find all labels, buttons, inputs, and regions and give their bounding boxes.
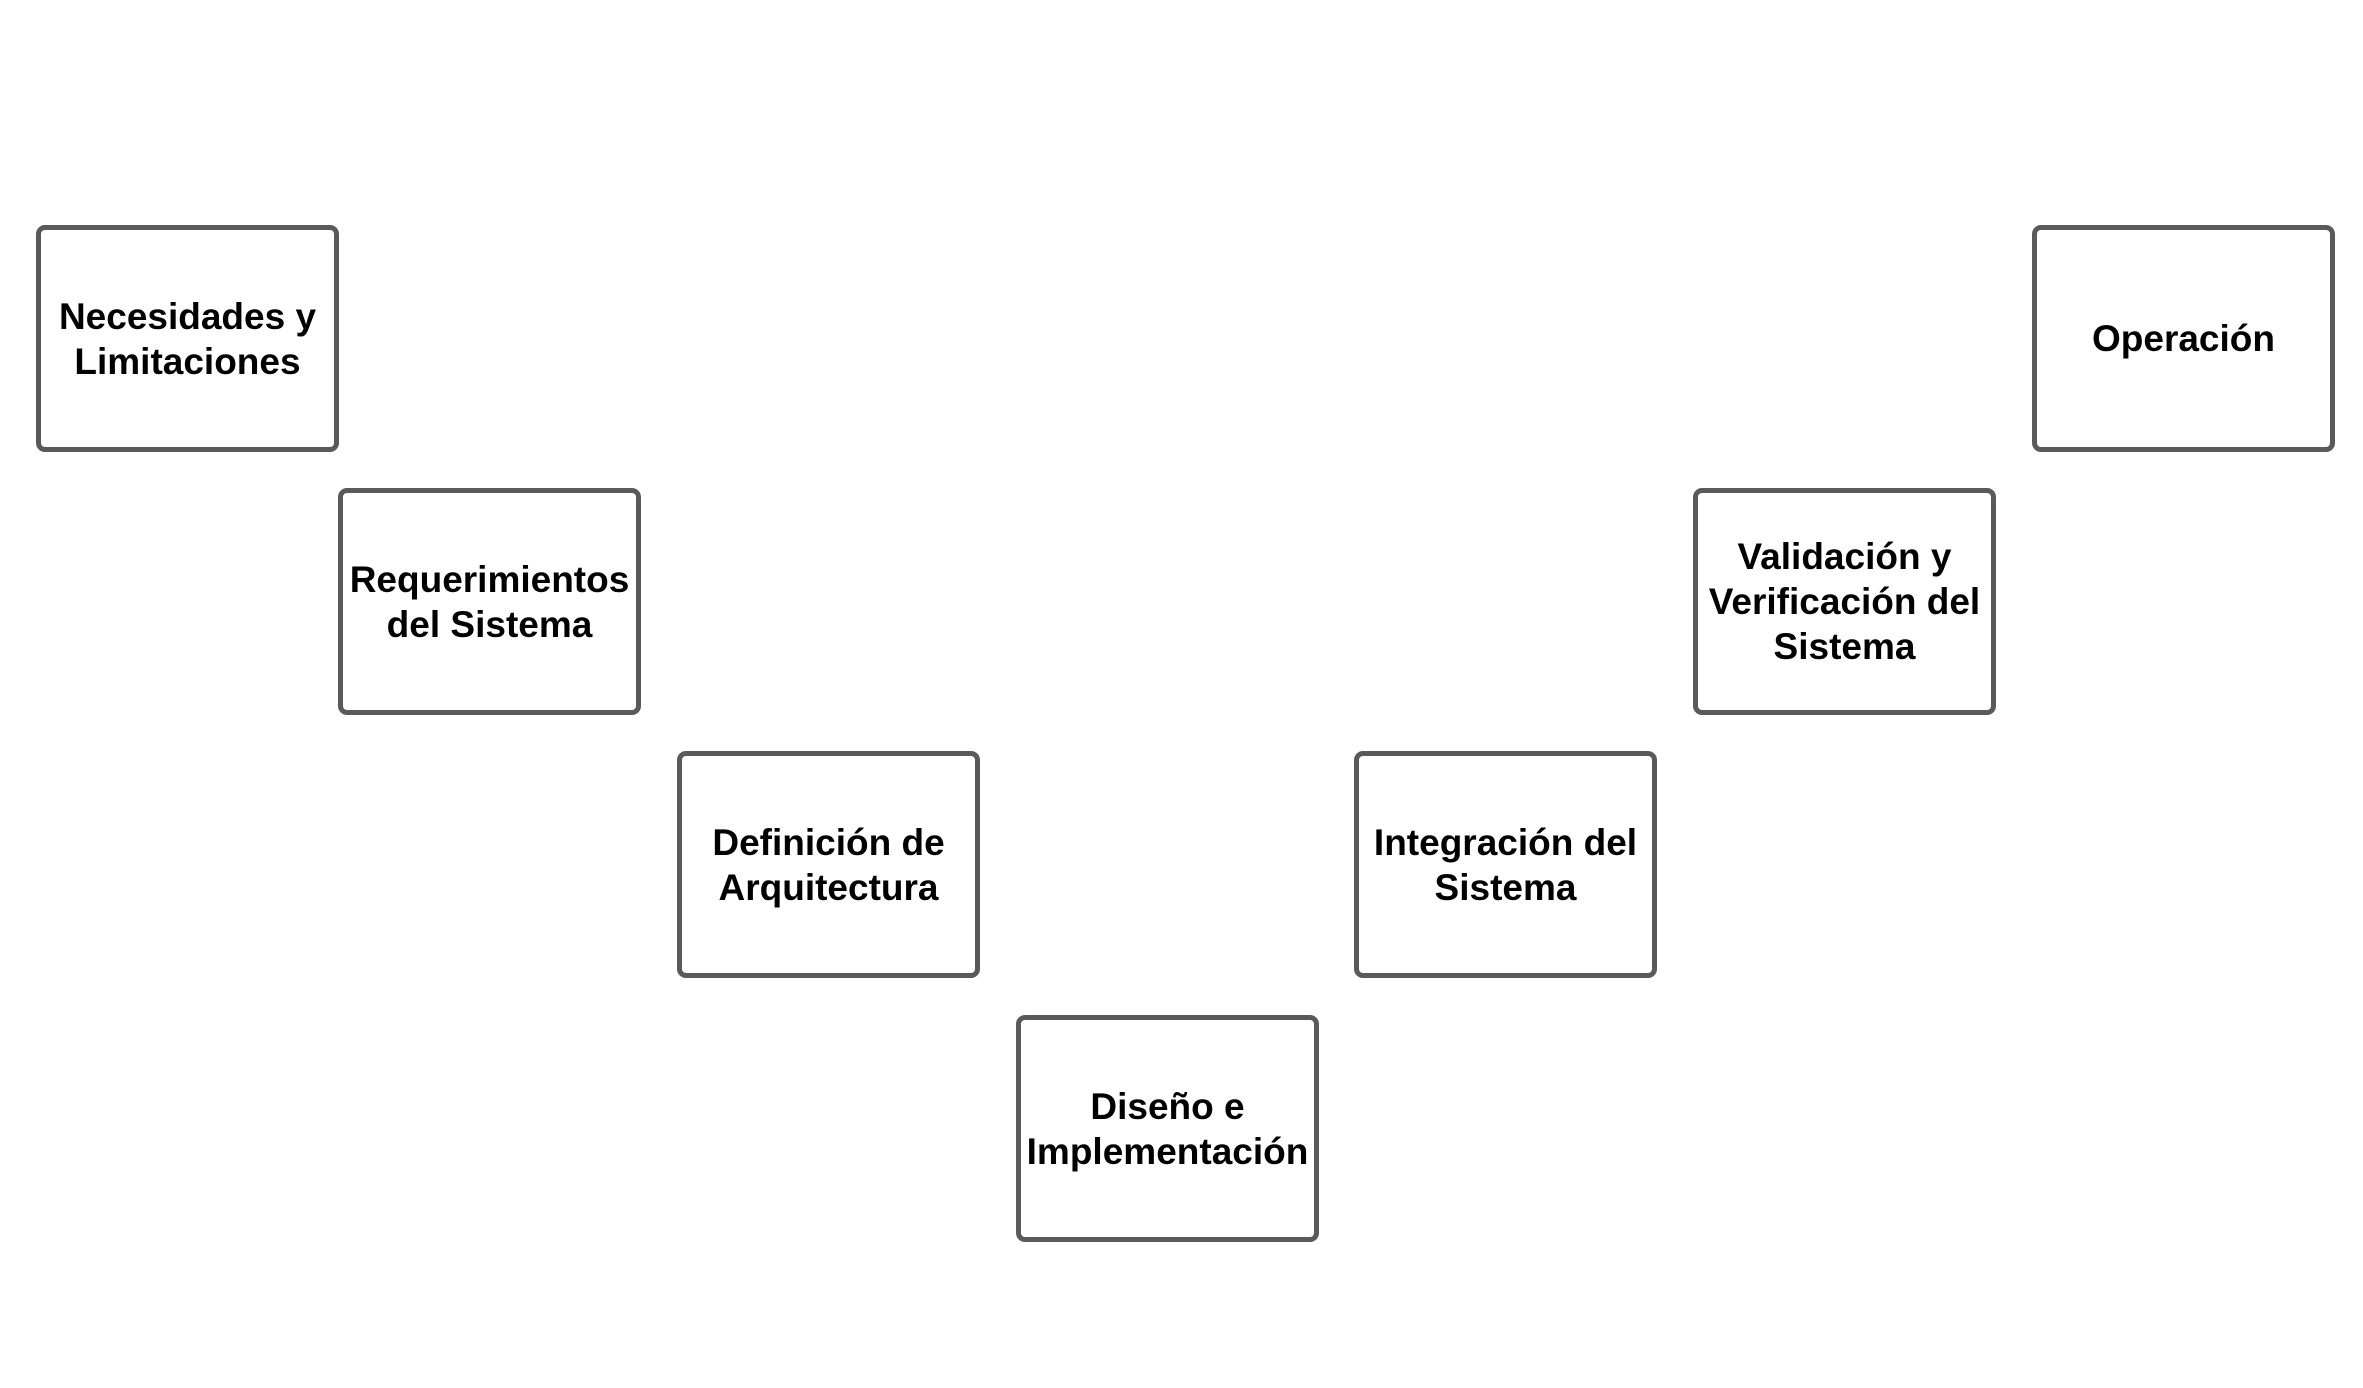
stage-validacion-verificacion: Validación y Verificación del Sistema [1693,488,1996,715]
stage-integracion-sistema: Integración del Sistema [1354,751,1657,978]
stage-label: Diseño e Implementación [1026,1085,1309,1172]
stage-label: Integración del Sistema [1373,821,1638,908]
stage-label: Definición de Arquitectura [712,821,945,908]
stage-diseno-implementacion: Diseño e Implementación [1016,1015,1319,1242]
stage-label: Operación [2092,318,2275,359]
stage-label: Validación y Verificación del Sistema [1708,536,1981,667]
stage-operacion: Operación [2032,225,2335,452]
stage-label: Necesidades y Limitaciones [58,295,317,382]
stage-label: Requerimientos del Sistema [349,558,630,645]
stage-definicion-arquitectura: Definición de Arquitectura [677,751,980,978]
stage-necesidades-limitaciones: Necesidades y Limitaciones [36,225,339,452]
stage-requerimientos-sistema: Requerimientos del Sistema [338,488,641,715]
